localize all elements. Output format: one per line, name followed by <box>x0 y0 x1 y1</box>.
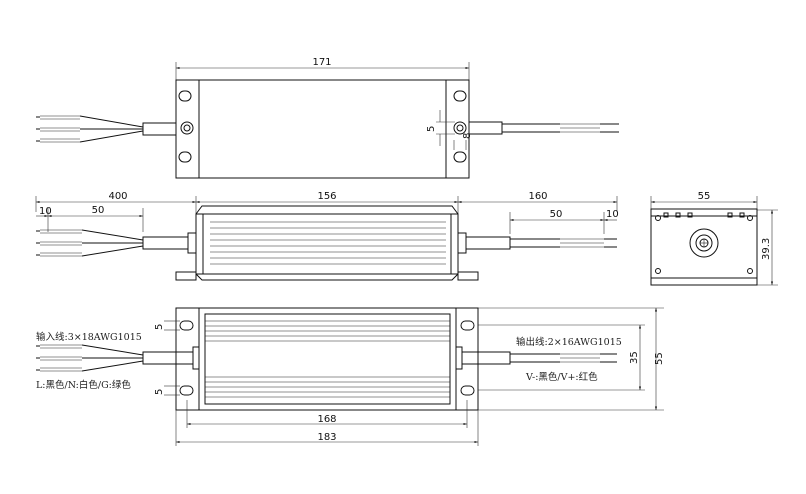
end-height-label: 39.3 <box>761 238 772 260</box>
outer-height-label: 55 <box>654 352 665 365</box>
top-view: 171 5 8 <box>36 57 619 179</box>
bottom-body-outline <box>175 307 479 411</box>
top-left-mount-holes <box>178 90 194 163</box>
top-right-mount-holes <box>453 90 467 163</box>
bottom-heatsink-fins <box>205 320 450 398</box>
input-cable-spec-note: 输入线:3×18AWG1015 <box>36 331 142 343</box>
bottom-input-cable <box>36 344 194 372</box>
top-body-outline <box>175 79 470 179</box>
side-input-cable <box>36 229 189 257</box>
input-strip-label: 10 <box>39 206 52 217</box>
bottom-view: 55 35 5 <box>36 307 665 446</box>
inner-height-label: 35 <box>629 351 640 364</box>
input-wire-colors-note: L:黑色/N:白色/G:绿色 <box>36 379 131 391</box>
side-body-outline <box>195 213 459 275</box>
top-output-cable <box>468 121 619 135</box>
output-cable-spec-note: 输出线:2×16AWG1015 <box>516 336 622 348</box>
end-width-label: 55 <box>698 191 711 202</box>
body-length-label: 156 <box>317 191 336 202</box>
hole-pitch-label: 8 <box>462 133 473 139</box>
slot-top-label: 5 <box>154 324 165 330</box>
input-cable-length-label: 400 <box>108 191 127 202</box>
output-strip-label: 10 <box>606 209 619 220</box>
mount-pitch-label: 168 <box>317 414 336 425</box>
output-wire-colors-note: V-:黑色/V+:红色 <box>525 371 598 383</box>
end-cable-gland <box>689 228 719 258</box>
side-view: 400 156 160 10 50 50 10 <box>35 191 619 281</box>
left-top-slot <box>179 320 194 331</box>
top-width-label: 171 <box>312 57 331 68</box>
right-bottom-slot <box>460 385 475 396</box>
side-output-cable <box>465 236 617 250</box>
right-top-slot <box>460 320 475 331</box>
output-cable-length-label: 160 <box>528 191 547 202</box>
left-bottom-slot <box>179 385 194 396</box>
end-view: 55 39.3 <box>650 191 778 286</box>
hole-dia-label: 5 <box>426 126 437 132</box>
top-input-cable <box>36 115 177 143</box>
output-jacket-label: 50 <box>550 209 563 220</box>
overall-length-label: 183 <box>317 432 336 443</box>
slot-bottom-label: 5 <box>154 389 165 395</box>
input-jacket-label: 50 <box>92 205 105 216</box>
bottom-output-cable <box>461 351 617 365</box>
side-heatsink-fins <box>210 221 446 265</box>
